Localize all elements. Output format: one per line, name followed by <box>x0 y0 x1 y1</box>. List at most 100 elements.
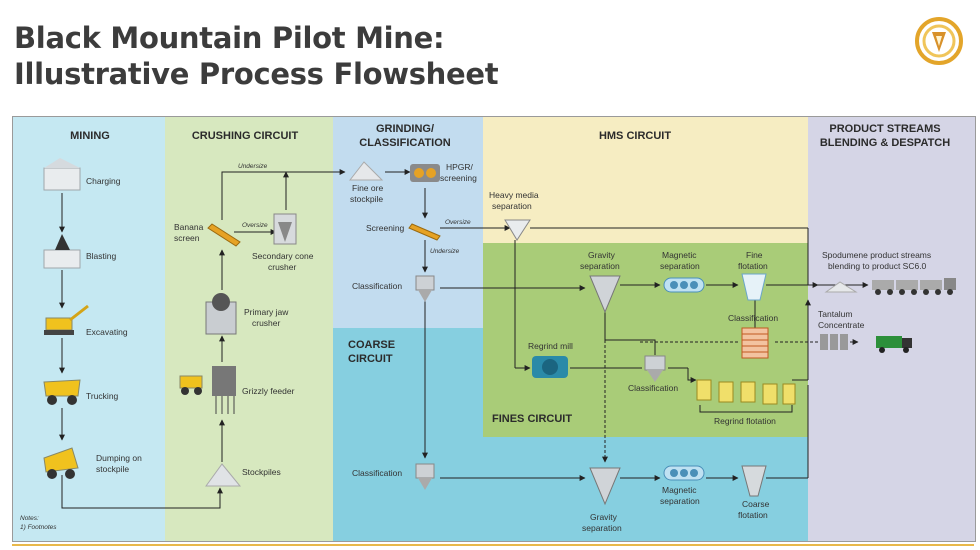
spodumene-stockpile-icon <box>824 281 858 293</box>
charging-icon <box>43 158 81 191</box>
arrow-dumping-stockpiles <box>61 475 223 509</box>
header-coarse-1: COARSE <box>348 339 396 351</box>
loader-icon <box>179 375 203 395</box>
label-undersize-2: Undersize <box>430 248 460 255</box>
label-coarse-gravity-1: Gravity <box>590 512 617 522</box>
arrow-to-regrind-flotation <box>687 368 697 383</box>
label-classification-coarse: Classification <box>352 468 403 478</box>
banana-screen-icon <box>207 223 241 247</box>
title-line-2: Illustrative Process Flowsheet <box>14 57 499 91</box>
label-excavating: Excavating <box>86 327 128 337</box>
label-magnetic-1: Magnetic <box>662 250 697 260</box>
arrow-undersize-fine-ore <box>221 169 346 220</box>
label-undersize: Undersize <box>238 163 268 170</box>
label-secondary-2: crusher <box>268 262 297 272</box>
cone-crusher-icon <box>273 213 297 245</box>
label-tantalum-1: Tantalum <box>818 309 853 319</box>
coarse-magnetic-icon <box>663 465 705 481</box>
header-grinding-2: CLASSIFICATION <box>359 137 451 149</box>
label-oversize: Oversize <box>242 222 268 229</box>
label-coarse-gravity-2: separation <box>582 523 622 533</box>
header-coarse-2: CIRCUIT <box>348 353 393 365</box>
label-heavy-2: separation <box>492 201 532 211</box>
dump-truck-icon <box>43 447 79 479</box>
tantalum-truck-icon <box>876 336 912 353</box>
label-secondary-1: Secondary cone <box>252 251 314 261</box>
label-fine-ore-2: stockpile <box>350 194 384 204</box>
label-fine-flot-1: Fine <box>746 250 763 260</box>
jaw-crusher-icon <box>205 293 237 335</box>
label-oversize-2: Oversize <box>445 219 471 226</box>
stockpile-icon <box>205 463 242 487</box>
excavator-icon <box>44 304 89 335</box>
label-spodumene-2: blending to product SC6.0 <box>828 261 927 271</box>
label-heavy-1: Heavy media <box>489 190 539 200</box>
regrind-flotation-icon <box>696 379 796 405</box>
label-fine-ore-1: Fine ore <box>352 183 384 193</box>
hpgr-icon <box>410 164 440 182</box>
classification-coil-icon <box>741 327 769 359</box>
header-product-1: PRODUCT STREAMS <box>829 123 941 135</box>
page-title: Black Mountain Pilot Mine: Illustrative … <box>14 20 499 92</box>
grizzly-feeder-icon <box>212 366 236 414</box>
label-fine-flot-2: flotation <box>738 261 768 271</box>
header-hms: HMS CIRCUIT <box>598 130 672 142</box>
label-blasting: Blasting <box>86 251 117 261</box>
label-hpgr-1: HPGR/ <box>446 162 473 172</box>
region-grinding <box>333 117 483 328</box>
label-classification: Classification <box>352 281 403 291</box>
gravity-separation-icon <box>589 275 621 314</box>
coarse-flotation-icon <box>741 465 767 497</box>
footer-accent-line <box>12 544 974 546</box>
label-trucking: Trucking <box>86 391 119 401</box>
heavy-media-icon <box>504 219 531 241</box>
blasting-icon <box>43 234 81 269</box>
arrow-class-return <box>602 299 656 355</box>
header-fines: FINES CIRCUIT <box>492 413 573 425</box>
title-line-1: Black Mountain Pilot Mine: <box>14 21 445 55</box>
road-train-icon <box>872 278 956 295</box>
header-grinding-1: GRINDING/ <box>375 123 435 135</box>
label-coarse-flot-2: flotation <box>738 510 768 520</box>
label-spodumene-1: Spodumene product streams <box>822 250 932 260</box>
label-primary-1: Primary jaw <box>244 307 289 317</box>
label-regrind-flotation: Regrind flotation <box>714 416 776 426</box>
label-coarse-flot-1: Coarse <box>742 499 770 509</box>
coarse-classification-icon <box>415 463 435 490</box>
label-hms-classification-2: Classification <box>628 383 679 393</box>
label-coarse-magnetic-2: separation <box>660 496 700 506</box>
label-regrind-mill: Regrind mill <box>528 341 573 351</box>
classification-cyclone-icon <box>415 275 435 302</box>
label-screening: Screening <box>366 223 405 233</box>
label-gravity-2: separation <box>580 261 620 271</box>
region-mining <box>13 117 165 541</box>
label-dumping-1: Dumping on <box>96 453 142 463</box>
magnetic-separation-icon <box>663 277 705 293</box>
region-product <box>808 117 975 541</box>
label-charging: Charging <box>86 176 121 186</box>
header-crushing: CRUSHING CIRCUIT <box>191 130 299 142</box>
label-dumping-2: stockpile <box>96 464 130 474</box>
notes-label: Notes: <box>20 515 39 522</box>
label-tantalum-2: Concentrate <box>818 320 865 330</box>
regrind-mill-icon <box>532 356 568 378</box>
line-regrind-flot-bottom <box>699 405 793 413</box>
label-coarse-magnetic-1: Magnetic <box>662 485 697 495</box>
tantalum-concentrate-icon <box>820 334 848 350</box>
regrind-classification-icon <box>644 355 666 382</box>
haul-truck-icon <box>43 379 81 405</box>
label-magnetic-2: separation <box>660 261 700 271</box>
fine-flotation-icon <box>741 273 767 301</box>
region-crushing <box>165 117 333 541</box>
label-primary-2: crusher <box>252 318 281 328</box>
notes-footnote: 1) Footnotes <box>20 524 57 531</box>
label-hms-classification: Classification <box>728 313 779 323</box>
fine-ore-stockpile-icon <box>348 161 384 181</box>
company-logo-icon <box>915 17 963 65</box>
coarse-gravity-icon <box>589 467 621 506</box>
label-gravity-1: Gravity <box>588 250 615 260</box>
label-stockpiles: Stockpiles <box>242 467 281 477</box>
label-banana-1: Banana <box>174 222 204 232</box>
label-banana-2: screen <box>174 233 200 243</box>
